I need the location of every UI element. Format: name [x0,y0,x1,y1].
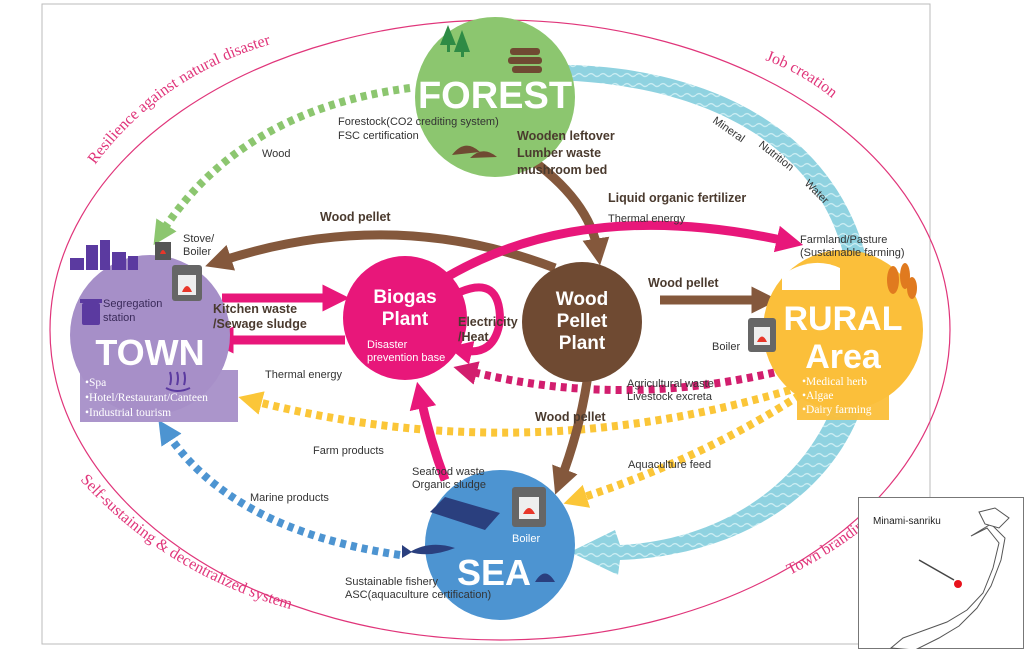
stove-boiler-label: Stove/Boiler [183,233,215,258]
electricity-loop-arrow [448,283,505,365]
hokkaido-outline [978,507,1010,529]
minami-sanriku-label: Minami-sanriku [873,516,941,527]
forest-to-pellet-arrow [522,151,610,266]
location-marker-icon [954,580,962,588]
log-pile-icon [508,48,542,73]
japan-map [889,507,1010,649]
liquid-fertilizer-arrow [409,220,804,304]
greenhouse-icon [782,262,840,290]
aquaculture-facility-icon [430,497,500,530]
rural-feature-box [797,370,889,420]
wood-dotted-arrow [153,84,411,246]
trash-bin-icon [80,299,102,325]
marine-products-dotted-arrow [158,419,401,559]
thermal-energy-town-label: Thermal energy [265,369,343,381]
map-pointer-line [918,559,955,581]
agricultural-waste-dotted-arrow [453,361,786,394]
farmland-pasture-label: Farmland/Pasture(Sustainable farming) [800,234,905,259]
wood-pellet-top-label: Wood pellet [320,210,391,224]
farm-products-dotted-arrow [238,386,792,437]
wood-pellet-right-label: Wood pellet [648,276,719,290]
wood-pellet-plant-node [522,262,642,382]
japan-map-inset: Minami-sanriku [858,497,1024,649]
biogas-plant-node [343,256,467,380]
job-creation-ring-text: Job creation [764,48,841,102]
seafood-waste-arrow [409,381,450,482]
rice-plant-icon [887,263,917,299]
outer-frame [41,3,931,645]
aquaculture-feed-dotted-arrow [563,391,803,508]
electricity-heat-label: Electricity/Heat [458,315,518,344]
sea-boiler-icon [512,487,546,527]
hot-spring-icon [165,371,191,392]
city-buildings-icon [70,240,138,270]
fish-icon [402,544,455,558]
mushroom-icon [452,145,497,158]
sea-title: SEA [457,552,531,593]
wood-pellet-bottom-label: Wood pellet [535,410,606,424]
tree-icon [440,25,470,57]
town-features-list: •Spa•Hotel/Restaurant/Canteen•Industrial… [85,377,208,419]
rural-boiler-label: Boiler [712,341,740,353]
sea-boiler-label: Boiler [512,533,540,545]
kitchen-waste-label: Kitchen waste/Sewage sludge [213,302,307,331]
town-boiler-icon [172,265,202,301]
wood-pellet-to-town-arrow [205,230,557,273]
liquid-fertilizer-label: Liquid organic fertilizer [608,191,746,205]
marine-products-label: Marine products [250,492,329,504]
honshu-outline [889,523,1006,649]
town-feature-box [80,370,238,422]
rural-boiler-icon [748,318,776,352]
town-title: TOWN [95,332,204,373]
forest-title: FOREST [418,75,572,117]
stove-icon [155,242,171,260]
forestock-label: Forestock(CO2 crediting system)FSC certi… [338,116,499,142]
thermal-energy-top-label: Thermal energy [608,213,686,225]
rural-features-list: •Medical herb•Algae•Dairy farming [802,376,872,416]
farm-products-label: Farm products [313,445,384,457]
aquaculture-feed-label: Aquaculture feed [628,459,711,471]
wood-label: Wood [262,148,291,160]
wood-pellet-to-sea-arrow [552,374,593,495]
scallop-icon [535,573,555,582]
